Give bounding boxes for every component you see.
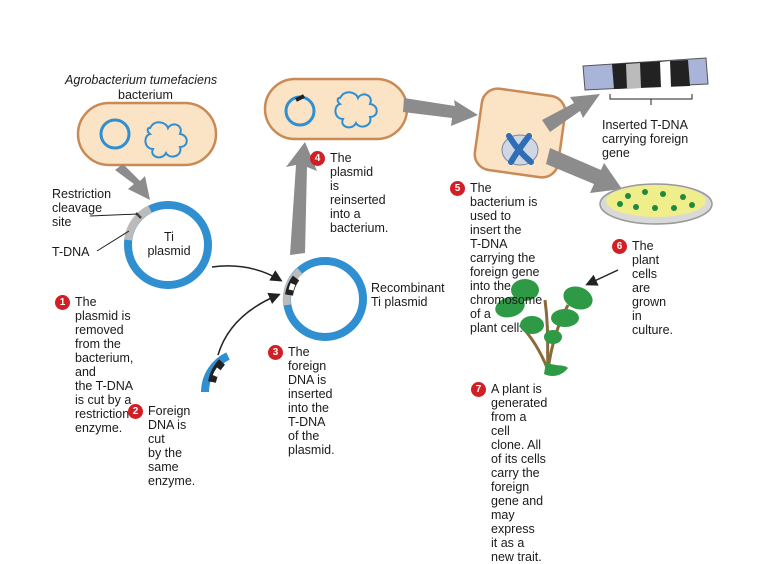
arrow-bacterium-to-plasmid (115, 164, 150, 200)
step-6-badge: 6 (612, 239, 627, 254)
species-label: Agrobacterium tumefaciens (65, 73, 218, 87)
t-dna-label: T-DNA (52, 245, 90, 259)
recombinant-label: Recombinant Ti plasmid (371, 281, 445, 309)
diagram-graphics (76, 57, 713, 393)
arrow-recombinant-to-bacterium (286, 142, 317, 255)
step-1-text: The plasmid is removed from the bacteriu… (75, 295, 134, 435)
plant (495, 279, 593, 376)
step-6-text: The plant cells are grown in culture. (632, 239, 673, 337)
arrow-cell-to-tdna (542, 94, 600, 132)
diagram-canvas: Agrobacterium tumefaciens bacterium Rest… (52, 57, 713, 564)
arrow-foreign-to-recombinant (217, 292, 281, 356)
bacterium-label: bacterium (118, 88, 173, 102)
step-5-text: The bacterium is used to insert the T-DN… (470, 181, 543, 335)
step-4-badge: 4 (310, 151, 325, 166)
plant-cell (473, 87, 567, 179)
step-2-badge: 2 (128, 404, 143, 419)
step-7-badge: 7 (471, 382, 486, 397)
arrow-dish-to-plant (585, 269, 619, 286)
tdna-pointer (96, 230, 130, 252)
step-3-badge: 3 (268, 345, 283, 360)
step-2-text: Foreign DNA is cut by the same enzyme. (148, 404, 196, 488)
step-7-text: A plant is generated from a cell clone. … (491, 382, 548, 564)
step-1-badge: 1 (55, 295, 70, 310)
bacterium-1 (76, 101, 218, 167)
arrow-bacterium-to-plant-cell (403, 98, 478, 126)
restriction-site-label: Restriction cleavage site (52, 187, 112, 229)
chromosome-segment (582, 57, 709, 105)
step-5-badge: 5 (450, 181, 465, 196)
step-3-text: The foreign DNA is inserted into the T-D… (288, 345, 335, 457)
step-4-text: The plasmid is reinserted into a bacteri… (330, 151, 389, 235)
arrow-cell-to-dish (546, 148, 622, 193)
bacterium-2 (263, 77, 409, 141)
ti-plasmid-label: Ti plasmid (147, 230, 191, 258)
recombinant-plasmid (282, 257, 367, 341)
restriction-pointer (89, 213, 139, 217)
inserted-tdna-label: Inserted T-DNA carrying foreign gene (602, 118, 689, 160)
arrow-plasmid-to-recombinant (211, 265, 283, 282)
petri-dish (599, 183, 713, 225)
foreign-dna (201, 352, 230, 393)
